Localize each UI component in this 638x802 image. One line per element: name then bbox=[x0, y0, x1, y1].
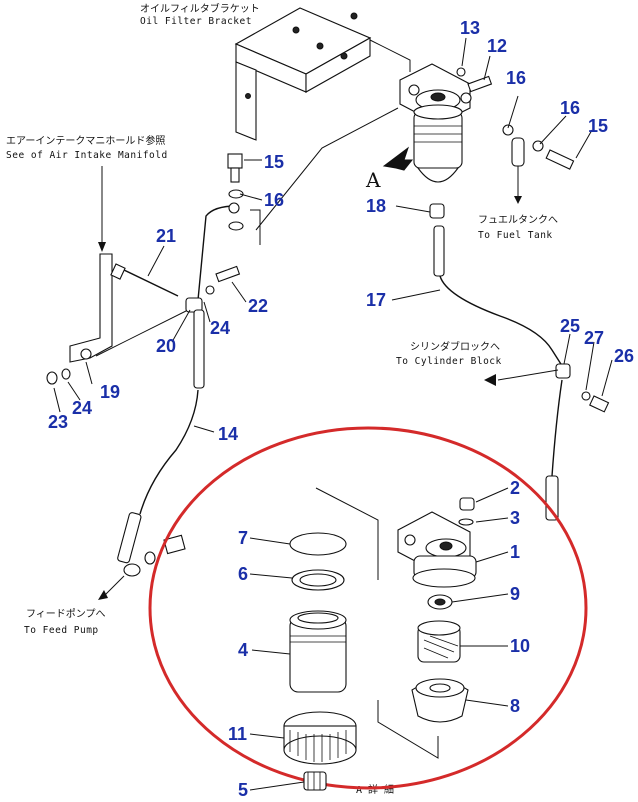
bolt-22 bbox=[205, 265, 241, 295]
ring-nut-11 bbox=[283, 711, 357, 765]
cylinder-block-en: To Cylinder Block bbox=[396, 356, 502, 367]
feed-pump-arrow bbox=[98, 590, 108, 600]
air-intake-jp: エアーインテークマニホールド参照 bbox=[6, 134, 165, 147]
callout-3: 3 bbox=[510, 508, 520, 528]
callout-7: 7 bbox=[238, 528, 248, 548]
drain-plug-5 bbox=[303, 771, 327, 791]
hose-14-end bbox=[117, 512, 186, 577]
view-arrow-letter: A bbox=[365, 168, 381, 192]
callout-4: 4 bbox=[238, 640, 248, 660]
clamp-20 bbox=[185, 297, 205, 389]
bolt-12 bbox=[456, 67, 493, 93]
bracket-boundary-line bbox=[255, 107, 399, 231]
oil-filter-bracket-jp: オイルフィルタブラケット bbox=[140, 2, 260, 15]
fuel-filter-assembly-upper bbox=[399, 63, 472, 183]
callout-8: 8 bbox=[510, 696, 520, 716]
detail-boundary-left bbox=[315, 487, 379, 580]
fuel-tank-arrow bbox=[514, 196, 522, 204]
plug-2 bbox=[459, 497, 475, 511]
callout-13: 13 bbox=[460, 18, 480, 38]
oil-filter-bracket bbox=[234, 7, 372, 141]
callout-14: 14 bbox=[218, 424, 238, 444]
callout-16-a: 16 bbox=[506, 68, 526, 88]
callout-5: 5 bbox=[238, 780, 248, 800]
callout-10: 10 bbox=[510, 636, 530, 656]
filter-head-1 bbox=[397, 511, 477, 588]
cylinder-block-jp: シリンダブロックへ bbox=[410, 340, 500, 353]
bolt-26 bbox=[581, 391, 610, 413]
callout-leaders bbox=[53, 95, 613, 791]
callout-26: 26 bbox=[614, 346, 634, 366]
filter-element-4 bbox=[289, 610, 347, 693]
fuel-tank-jp: フュエルタンクへ bbox=[478, 214, 558, 226]
strainer-10 bbox=[417, 620, 461, 663]
feed-pump-en: To Feed Pump bbox=[24, 625, 99, 636]
filter-link-line bbox=[250, 209, 261, 245]
fuel-tank-en: To Fuel Tank bbox=[478, 230, 553, 241]
callout-19: 19 bbox=[100, 382, 120, 402]
callout-16-c: 16 bbox=[264, 190, 284, 210]
sensor-18 bbox=[429, 203, 445, 277]
callout-6: 6 bbox=[238, 564, 248, 584]
feed-pump-leader bbox=[103, 575, 125, 597]
leader-12 bbox=[483, 55, 491, 81]
callout-16-b: 16 bbox=[560, 98, 580, 118]
cylinder-block-arrow bbox=[484, 374, 496, 386]
callout-22: 22 bbox=[248, 296, 268, 316]
leader-13 bbox=[461, 37, 467, 67]
hose-14 bbox=[139, 389, 199, 515]
bowl-8 bbox=[411, 678, 469, 723]
detail-label: A 詳 細 bbox=[356, 783, 394, 796]
detail-boundary-right bbox=[377, 700, 439, 759]
view-arrow-a bbox=[382, 146, 414, 171]
callout-17: 17 bbox=[366, 290, 386, 310]
callout-15-a: 15 bbox=[588, 116, 608, 136]
callout-27: 27 bbox=[584, 328, 604, 348]
hose-lower-right bbox=[551, 379, 563, 477]
callout-12: 12 bbox=[487, 36, 507, 56]
clamp-25 bbox=[555, 363, 571, 379]
callout-2: 2 bbox=[510, 478, 520, 498]
bolt-15-left bbox=[227, 153, 244, 231]
o-ring-7 bbox=[289, 532, 347, 556]
feed-pump-jp: フィードポンプへ bbox=[26, 608, 106, 620]
detail-circle bbox=[148, 426, 588, 790]
callout-21: 21 bbox=[156, 226, 176, 246]
bolt-21 bbox=[110, 263, 179, 297]
bracket-outline-line bbox=[369, 39, 411, 72]
fitting-right bbox=[502, 124, 575, 170]
callout-9: 9 bbox=[510, 584, 520, 604]
callout-23: 23 bbox=[48, 412, 68, 432]
cylinder-block-line bbox=[497, 369, 559, 381]
pipe-upper-left bbox=[197, 205, 237, 301]
callouts: 13 12 16 16 15 15 16 18 21 22 24 20 19 2… bbox=[48, 18, 634, 800]
callout-15-b: 15 bbox=[264, 152, 284, 172]
callout-20: 20 bbox=[156, 336, 176, 356]
bracket-line bbox=[95, 305, 197, 357]
air-intake-arrow bbox=[98, 242, 106, 252]
oil-filter-bracket-en: Oil Filter Bracket bbox=[140, 16, 252, 27]
callout-25: 25 bbox=[560, 316, 580, 336]
callout-24-b: 24 bbox=[72, 398, 92, 418]
callout-1: 1 bbox=[510, 542, 520, 562]
callout-11: 11 bbox=[228, 724, 247, 744]
nut-23 bbox=[46, 371, 58, 385]
washer-24 bbox=[61, 368, 71, 380]
callout-18: 18 bbox=[366, 196, 386, 216]
air-intake-en: See of Air Intake Manifold bbox=[6, 150, 168, 161]
bracket-19 bbox=[69, 253, 113, 363]
callout-24-a: 24 bbox=[210, 318, 230, 338]
hose-17 bbox=[439, 275, 567, 373]
washer-3 bbox=[458, 518, 474, 526]
